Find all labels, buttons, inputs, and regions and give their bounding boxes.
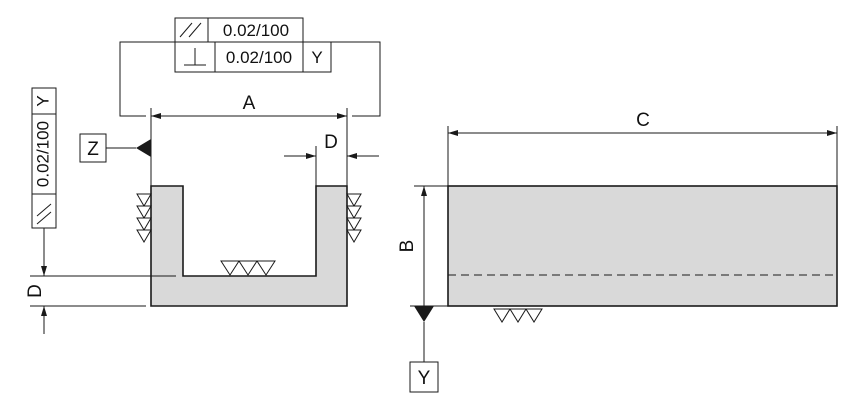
dimension-b-label: B xyxy=(397,240,418,253)
datum-y: Y xyxy=(409,306,439,393)
vertical-frame: Y 0.02/100 xyxy=(31,87,57,258)
u-channel-section xyxy=(150,185,348,307)
parallelism-icon xyxy=(179,22,202,38)
datum-y-label: Y xyxy=(418,368,431,389)
surface-finish-icon xyxy=(493,308,543,323)
dimension-wall-label: D xyxy=(324,132,338,153)
perpendicularity-datum: Y xyxy=(311,48,322,67)
dimension-depth: D xyxy=(25,250,176,334)
dimension-a: A xyxy=(150,93,348,186)
surface-finish-icon xyxy=(346,193,362,243)
datum-z-label: Z xyxy=(87,139,99,160)
dimension-c-label: C xyxy=(636,110,650,131)
dimension-wall: D xyxy=(284,132,379,186)
dimension-c: C xyxy=(447,110,838,186)
parallelism-tolerance: 0.02/100 xyxy=(223,21,289,40)
vertical-frame-datum: Y xyxy=(33,95,52,106)
datum-triangle-icon xyxy=(414,306,434,322)
parallelism-frame: 0.02/100 xyxy=(174,17,304,43)
dimension-b: B xyxy=(397,185,448,307)
perpendicularity-frame: 0.02/100 Y xyxy=(174,41,332,73)
datum-triangle-icon xyxy=(136,139,151,157)
dimension-depth-label: D xyxy=(25,284,46,298)
vertical-frame-tolerance: 0.02/100 xyxy=(33,121,52,187)
datum-z: Z xyxy=(79,133,151,163)
surface-finish-icon xyxy=(220,260,276,276)
frame-leader xyxy=(119,41,381,117)
u-channel-body xyxy=(150,185,348,307)
parallelism-icon xyxy=(36,203,52,225)
dimension-a-label: A xyxy=(243,93,256,114)
block-view xyxy=(447,185,838,307)
surface-finish-icon xyxy=(136,193,152,243)
perpendicularity-icon xyxy=(184,48,206,66)
block-body xyxy=(447,185,838,307)
perpendicularity-tolerance: 0.02/100 xyxy=(226,48,292,67)
